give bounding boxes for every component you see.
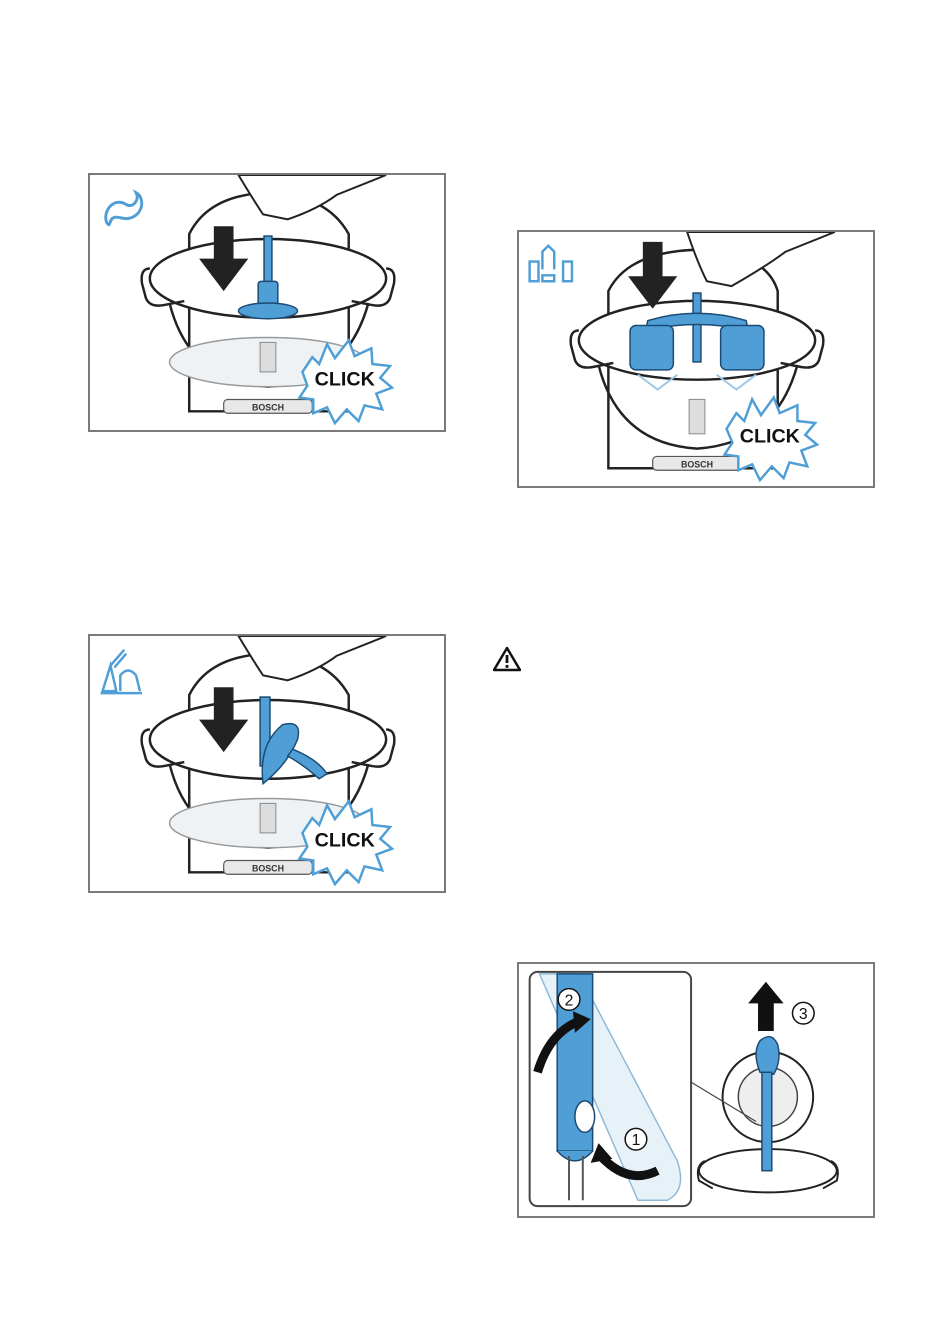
step-label-1: 1: [632, 1132, 641, 1149]
figure-kneading-hook: BOSCH CLICK: [88, 173, 446, 432]
step-label-2: 2: [565, 992, 574, 1009]
figure-removal-steps: 2 1 3: [517, 962, 875, 1218]
figure-whisk: BOSCH CLICK: [517, 230, 875, 488]
warning-triangle-icon: [493, 646, 521, 672]
brand-label: BOSCH: [252, 863, 284, 873]
illustration-kneading-hook: BOSCH CLICK: [90, 175, 444, 430]
step-label-3: 3: [799, 1006, 808, 1023]
illustration-removal-steps: 2 1 3: [519, 964, 873, 1216]
brand-label: BOSCH: [252, 402, 284, 412]
whisk-icon: [530, 246, 572, 281]
illustration-whisk: BOSCH CLICK: [519, 232, 873, 486]
click-label: CLICK: [315, 830, 376, 852]
click-label: CLICK: [740, 426, 801, 448]
stirring-paddle-icon: [101, 650, 142, 693]
click-label: CLICK: [315, 369, 376, 391]
illustration-stirring-paddle: BOSCH CLICK: [90, 636, 444, 891]
kneading-hook-icon: [106, 193, 142, 225]
figure-stirring-paddle: BOSCH CLICK: [88, 634, 446, 893]
brand-label: BOSCH: [681, 459, 713, 469]
